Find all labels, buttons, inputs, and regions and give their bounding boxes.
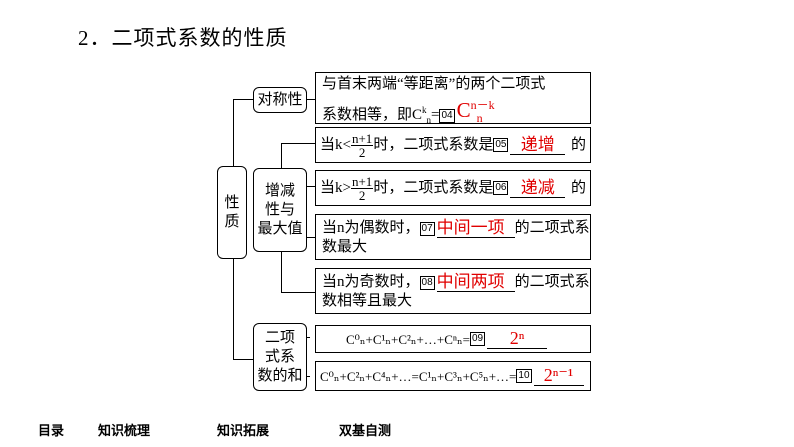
footer-link-knowledge-extension[interactable]: 知识拓展 (217, 423, 270, 438)
blank-number: 10 (516, 369, 532, 383)
row-tail: 的 (570, 179, 586, 196)
answer-blank: 递增 (510, 135, 565, 155)
sum-label: 式系 (264, 348, 295, 365)
answer-sub: n (476, 111, 483, 126)
sum-label-box: 二项 式系 数的和 (253, 323, 307, 391)
footer-link-catalog[interactable]: 目录 (38, 423, 65, 438)
footer-link-self-test[interactable]: 双基自测 (339, 423, 392, 438)
sum-label: 数的和 (257, 367, 303, 384)
row-suffix: 时，二项式系数是 (373, 136, 494, 153)
answer-blank: 2ⁿ⁻¹ (533, 366, 584, 386)
page-title: 2．二项式系数的性质 (78, 26, 288, 50)
row-tail: 的 (570, 136, 586, 153)
frac-bottom: 2 (358, 187, 366, 203)
row-line2: 数相等且最大 (322, 293, 413, 309)
monotone-label-box: 增减 性与 最大值 (253, 168, 307, 252)
frac-top: n+1 (350, 173, 374, 189)
k-superscript: k (422, 105, 427, 116)
symmetry-label-box: 对称性 (253, 87, 307, 113)
symmetry-label: 对称性 (257, 91, 303, 108)
answer-sup: n－k (470, 98, 495, 112)
sum-row: C⁰ₙ+C¹ₙ+C²ₙ+…+Cⁿₙ= 09 2ⁿ (315, 325, 591, 353)
row-suffix: 的二项式系 (514, 220, 590, 236)
monotone-label: 性与 (264, 201, 295, 218)
blank-number: 05 (493, 138, 509, 152)
connector (233, 359, 253, 360)
symmetry-text-prefix: 系数相等，即C (322, 107, 423, 124)
answer-blank: 中间两项 (436, 272, 515, 292)
row-prefix: 当n为奇数时， (322, 274, 420, 290)
blank-number: 06 (493, 181, 509, 195)
connector (281, 292, 315, 293)
root-label: 性 (224, 194, 240, 211)
answer-blank: 2ⁿ (487, 329, 548, 349)
connector (233, 99, 253, 100)
answer-blank: 中间一项 (436, 218, 515, 238)
root-label: 质 (224, 213, 240, 230)
row-prefix: 当n为偶数时， (322, 220, 420, 236)
frac-top: n+1 (350, 130, 374, 146)
row-suffix: 时，二项式系数是 (373, 179, 494, 196)
blank-number: 04 (439, 108, 455, 123)
sum-formula: C⁰ₙ+C²ₙ+C⁴ₙ+…=C¹ₙ+C³ₙ+C⁵ₙ+…= (320, 368, 517, 384)
row-line2: 数最大 (322, 239, 368, 255)
monotone-label: 增减 (264, 182, 295, 199)
blank-number: 07 (419, 221, 435, 236)
footer-link-knowledge-review[interactable]: 知识梳理 (98, 423, 151, 438)
connector (281, 143, 315, 144)
answer-blank: 递减 (510, 178, 565, 198)
equals-sign: = (431, 107, 440, 124)
frac-bottom: 2 (358, 144, 366, 160)
row-prefix: 当k> (320, 179, 351, 196)
sum-row: C⁰ₙ+C²ₙ+C⁴ₙ+…=C¹ₙ+C³ₙ+C⁵ₙ+…= 10 2ⁿ⁻¹ (315, 361, 591, 391)
row-suffix: 的二项式系 (514, 274, 590, 290)
symmetry-text: 与首末两端“等距离”的两个二项式 (322, 76, 546, 92)
blank-number: 09 (469, 332, 486, 346)
monotone-label: 最大值 (257, 220, 303, 237)
row-prefix: 当k< (320, 136, 351, 153)
sum-formula: C⁰ₙ+C¹ₙ+C²ₙ+…+Cⁿₙ= (346, 331, 470, 347)
sum-label: 二项 (264, 329, 295, 346)
root-box: 性 质 (217, 166, 247, 259)
answer-blank: Cn－kn (456, 94, 567, 131)
connector (307, 99, 315, 100)
blank-number: 08 (419, 275, 435, 290)
n-subscript: n (426, 115, 432, 126)
